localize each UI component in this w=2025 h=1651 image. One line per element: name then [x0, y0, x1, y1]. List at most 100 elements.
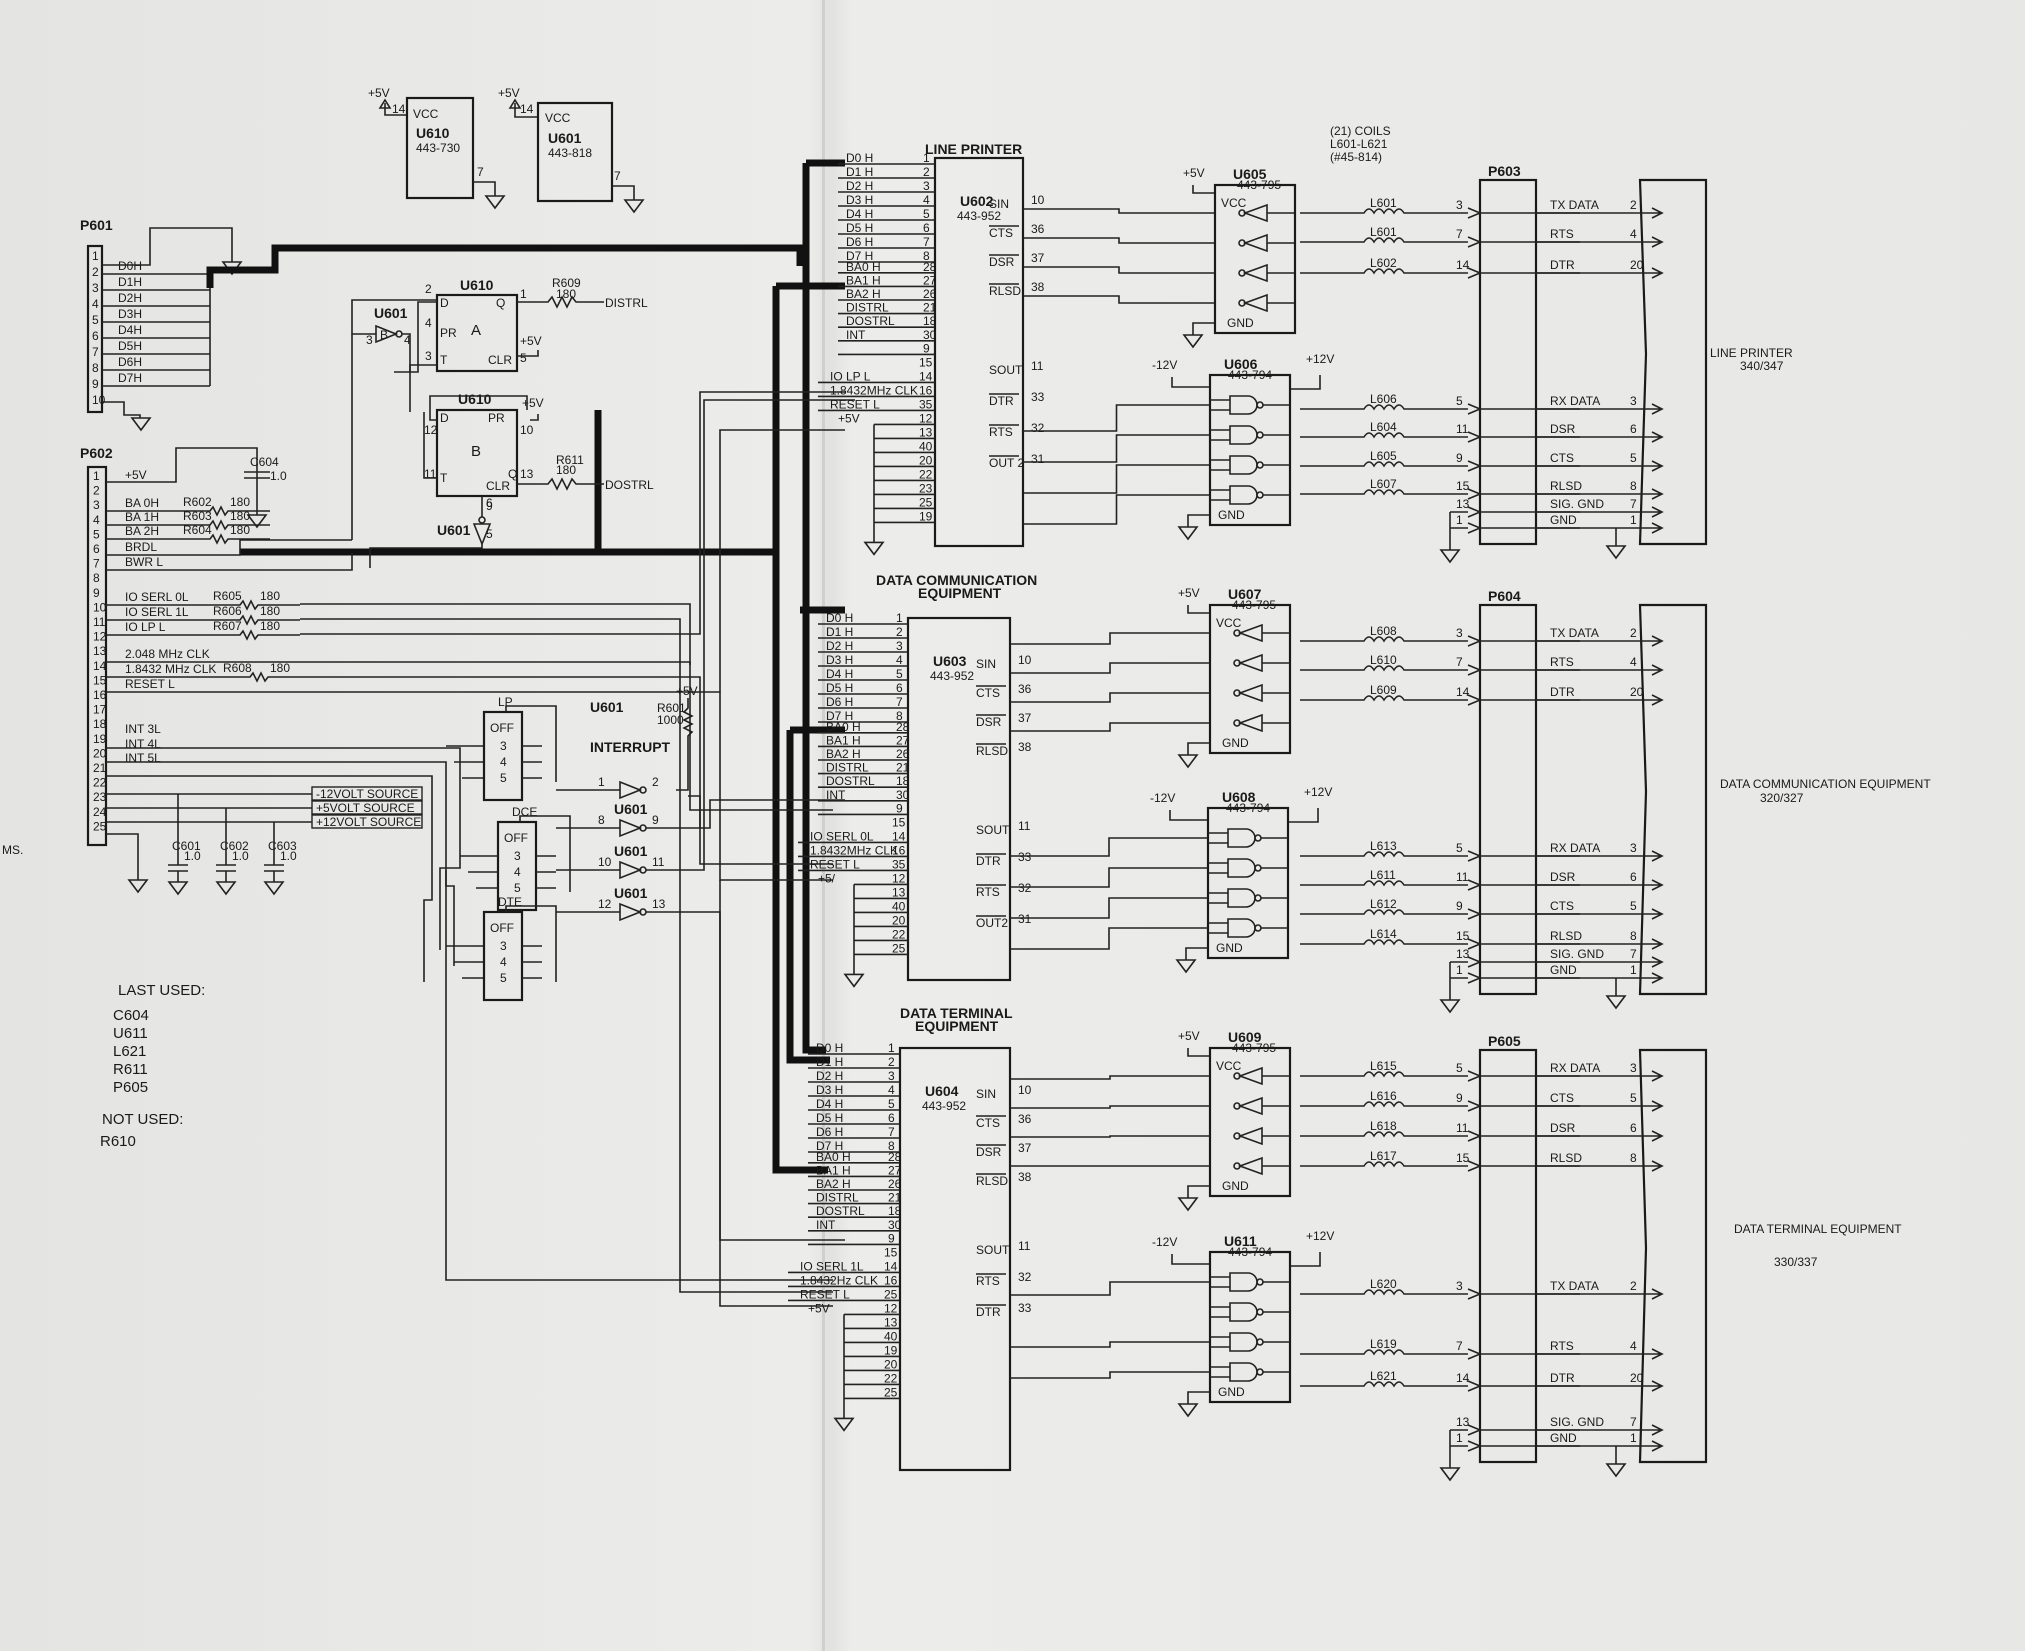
receiver-ref: U607: [1228, 586, 1262, 602]
wire: [1467, 522, 1483, 534]
svg-text:6: 6: [486, 496, 493, 510]
coil-ref: L602: [1370, 256, 1397, 270]
svg-text:U601: U601: [548, 130, 582, 146]
svg-text:L601-L621: L601-L621: [1330, 137, 1388, 151]
pin-label: DTR: [976, 1305, 1001, 1319]
svg-text:MS.: MS.: [2, 843, 23, 857]
ground-symbol: [1605, 1463, 1627, 1478]
p602-pin-number: 20: [93, 746, 107, 760]
wire: [1010, 897, 1208, 919]
receiver-body: [1208, 603, 1292, 755]
svg-text:+5V: +5V: [498, 86, 520, 100]
coil-ref: L614: [1370, 927, 1397, 941]
connector-out-pin: 7: [1630, 497, 1637, 511]
cap-ref: C603: [268, 839, 297, 853]
nand-gate: [1229, 1332, 1258, 1352]
pin-number: 20: [892, 913, 906, 927]
coil-ref: L617: [1370, 1149, 1397, 1163]
connector-body: [1478, 1048, 1538, 1464]
ground-symbol: [1605, 545, 1627, 560]
p602-signal: INT 3L: [125, 722, 161, 736]
wire: [1467, 1100, 1483, 1112]
p602-pin-number: 24: [93, 805, 107, 819]
pin-label: RESET L: [800, 1287, 850, 1301]
wire: [1023, 464, 1210, 494]
connector-out-pin: 7: [1630, 1415, 1637, 1429]
pin-label: D3 H: [826, 653, 853, 667]
chip-ref: U604: [925, 1083, 959, 1099]
connector-p602: P602 12345678910111213141516171819202122…: [80, 391, 845, 1307]
pin-number: 32: [1018, 881, 1032, 895]
wire: [1536, 506, 1664, 518]
last-used-item: C604: [113, 1007, 149, 1024]
wire: [1467, 908, 1483, 920]
receiver-gate: [1237, 1096, 1263, 1116]
coil: [1300, 909, 1468, 916]
driver-body: [1206, 806, 1290, 960]
pin-number: 40: [892, 899, 906, 913]
resistor-ref: R607: [213, 619, 242, 633]
svg-text:4: 4: [404, 333, 411, 347]
receiver-ref: U605: [1233, 166, 1267, 182]
pin-number: 16: [884, 1273, 898, 1287]
last-used-item: P605: [113, 1079, 148, 1096]
chip-header: DATA COMMUNICATION: [876, 572, 1037, 588]
pin-label: D3 H: [846, 193, 873, 207]
coil-ref: L609: [1370, 683, 1397, 697]
pullup-voltage: +5V: [676, 684, 698, 698]
receiver-bubble: [1233, 1072, 1241, 1080]
connector-signal: RX DATA: [1550, 841, 1600, 855]
receiver-gate: [1237, 683, 1263, 703]
u610-power-block: +5V 14 VCC U610 443-730 7: [368, 86, 506, 210]
driver-ref: U611: [1224, 1233, 1257, 1249]
svg-text:4: 4: [425, 316, 432, 330]
pin-label: SIN: [976, 657, 996, 671]
connector-ref: P603: [1488, 163, 1521, 179]
pin-number: 1: [923, 151, 930, 165]
coils-note: (21) COILS L601-L621 (#45-814): [1330, 124, 1391, 164]
wire: [1536, 1424, 1664, 1436]
svg-text:B: B: [471, 443, 481, 460]
pin-number: 7: [888, 1125, 895, 1139]
svg-text:12: 12: [424, 423, 438, 437]
connector-signal: GND: [1550, 963, 1577, 977]
wire: [1187, 1391, 1210, 1404]
svg-text:340/347: 340/347: [1740, 359, 1784, 373]
connector-pin: 7: [1456, 1339, 1463, 1353]
nand-gate: [1229, 1302, 1258, 1322]
connector-out-pin: 2: [1630, 626, 1637, 640]
wire: [1023, 208, 1215, 214]
pin-number: 35: [892, 857, 906, 871]
connector-out-pin: 4: [1630, 1339, 1637, 1353]
receiver-bubble: [1238, 239, 1246, 247]
pin-label: 1.8432MHz CLK: [810, 843, 898, 857]
resistor-ref: R603: [183, 509, 212, 523]
pin-number: 28: [923, 260, 937, 274]
wire: [1023, 404, 1210, 432]
pin-label: D5 H: [826, 681, 853, 695]
receiver-bubble: [1233, 689, 1241, 697]
wire: [1536, 1288, 1664, 1300]
vcc-label: VCC: [1216, 616, 1242, 630]
cap-value: 1.0: [280, 849, 297, 863]
chip-part: 443-952: [930, 669, 974, 683]
pin-number: 14: [892, 829, 906, 843]
last-used-item: L621: [113, 1043, 146, 1060]
pin-label: D0 H: [816, 1041, 843, 1055]
pin-number: 27: [923, 273, 937, 287]
resistor-value: 180: [230, 523, 250, 537]
wire: [1192, 185, 1215, 194]
p601-signal: D4H: [118, 323, 142, 337]
pin-number: 1: [888, 1041, 895, 1055]
p601-signal: D6H: [118, 355, 142, 369]
coil-ref: L607: [1370, 477, 1397, 491]
connector-out-pin: 2: [1630, 198, 1637, 212]
connector-signal: SIG. GND: [1550, 947, 1604, 961]
resistor-value: 180: [260, 604, 280, 618]
pin-number: 18: [923, 314, 937, 328]
connector-out-pin: 7: [1630, 947, 1637, 961]
wire: [300, 391, 845, 635]
wire: [1210, 1306, 1230, 1318]
